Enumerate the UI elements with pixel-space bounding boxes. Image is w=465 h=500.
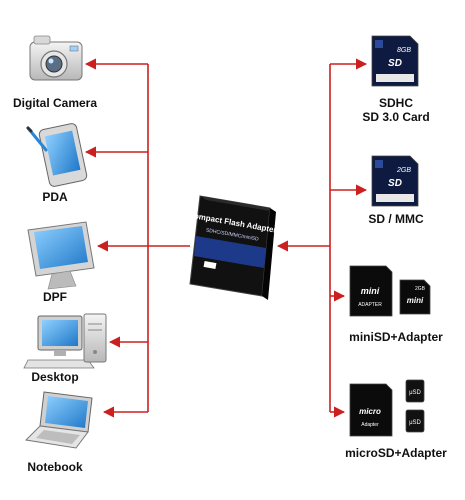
device-label-dpf: DPF [43, 290, 67, 304]
cf-adapter-icon: Compact Flash Adapter SDHC/SD/MMC/miniSD [188, 195, 277, 300]
svg-text:ADAPTER: ADAPTER [358, 302, 382, 308]
sd-card-icon: 2GB SD [371, 155, 419, 207]
svg-text:SD: SD [388, 178, 402, 189]
card-label-microsd: microSD+Adapter [345, 446, 447, 460]
svg-text:SD: SD [388, 58, 402, 69]
device-label-pda: PDA [42, 190, 68, 204]
card-label-minisd: miniSD+Adapter [349, 330, 443, 344]
photo-frame-icon [27, 221, 95, 290]
digital-camera-icon [29, 35, 83, 81]
svg-text:Adapter: Adapter [361, 422, 379, 428]
sdhc-card-icon: 8GB SD [371, 35, 419, 87]
card-label-sd: SD / MMC [368, 212, 424, 226]
microsd-adapter-icon: micro Adapter μSD μSD [349, 379, 425, 437]
device-label-camera: Digital Camera [12, 96, 98, 110]
svg-text:mini: mini [407, 296, 424, 305]
laptop-icon [24, 391, 93, 449]
minisd-adapter-icon: mini ADAPTER 2GB mini [349, 265, 431, 317]
svg-text:2GB: 2GB [415, 286, 426, 292]
card-label-sdhc: SDHC SD 3.0 Card [336, 96, 456, 124]
svg-text:8GB: 8GB [397, 47, 411, 54]
card-label-sdhc-line1: SDHC [378, 96, 413, 110]
svg-text:micro: micro [359, 407, 381, 416]
pda-icon [26, 123, 88, 187]
device-label-notebook: Notebook [27, 460, 83, 474]
svg-text:mini: mini [361, 286, 380, 296]
connector-lines [84, 58, 368, 418]
svg-text:2GB: 2GB [396, 167, 411, 174]
svg-text:μSD: μSD [409, 390, 421, 396]
card-label-sdhc-line2: SD 3.0 Card [362, 110, 430, 124]
svg-text:μSD: μSD [409, 420, 421, 426]
device-label-desktop: Desktop [31, 370, 79, 384]
desktop-computer-icon [23, 313, 107, 369]
